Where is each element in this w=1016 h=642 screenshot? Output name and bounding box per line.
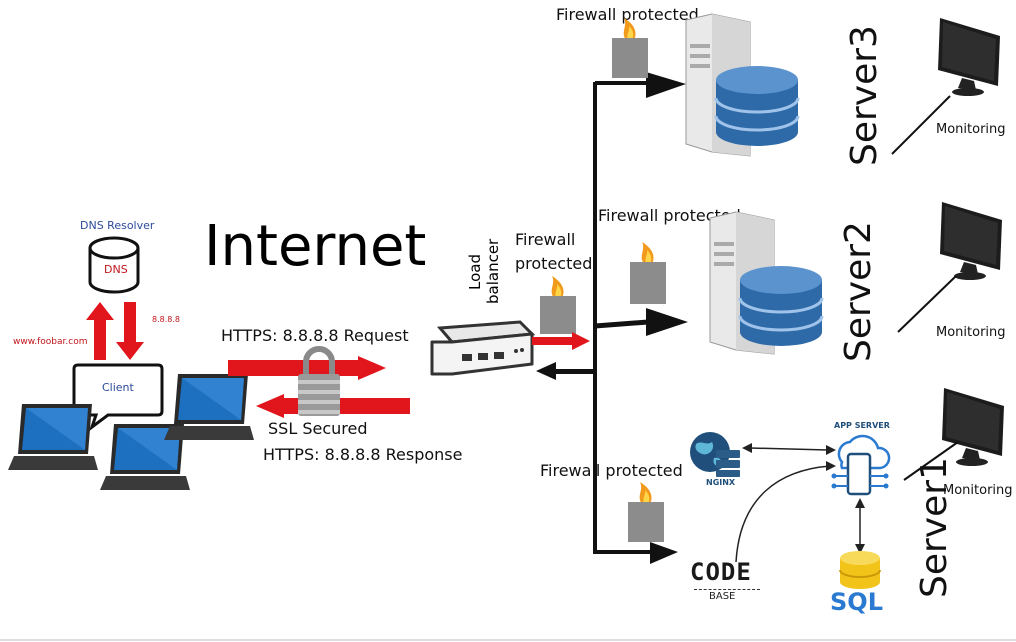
server2-label: Server2 — [838, 221, 879, 362]
globe-icon — [690, 432, 740, 477]
monitoring-connector — [897, 275, 957, 333]
distribution-lines — [593, 72, 688, 564]
dns-cylinder-icon — [88, 236, 140, 294]
dns-label: DNS — [104, 263, 128, 276]
app-server-label: APP SERVER — [834, 421, 890, 430]
lb-out-red-arrow — [532, 332, 590, 350]
lock-icon — [298, 346, 340, 416]
firewall-server1-label: Firewall protected — [540, 461, 683, 480]
codebase-app-link — [735, 461, 836, 563]
dns-query-arrows — [86, 302, 144, 360]
firewall-lb-label-line2: protected — [515, 254, 593, 273]
server-database-icon — [709, 211, 824, 355]
firewall-icon — [628, 482, 664, 542]
code-label: CODE — [690, 558, 752, 586]
monitor-icon — [942, 388, 1004, 466]
ip-small-label: 8.8.8.8 — [152, 315, 180, 324]
dns-resolver-label: DNS Resolver — [80, 219, 155, 232]
client-bubble — [72, 363, 164, 432]
firewall-lb-label-line1: Firewall — [515, 230, 576, 249]
nginx-label: NGINX — [706, 478, 736, 487]
server-database-icon — [685, 13, 800, 157]
bottom-rule — [0, 639, 1016, 641]
firewall-server3-label: Firewall protected — [556, 5, 699, 24]
laptop-icon — [164, 374, 254, 440]
monitoring1-label: Monitoring — [943, 483, 1013, 498]
firewall-server2-label: Firewall protected — [598, 206, 741, 225]
cloud-app-icon — [831, 434, 891, 496]
base-label: BASE — [709, 591, 736, 602]
server3-label: Server3 — [844, 25, 885, 166]
monitoring-connector — [903, 441, 959, 481]
code-base-divider — [694, 589, 760, 590]
router-icon — [430, 320, 536, 376]
firewall-icon — [540, 276, 576, 334]
monitoring3-label: Monitoring — [936, 122, 1006, 137]
load-balancer-label-line1: Load — [466, 254, 484, 290]
database-icon — [839, 551, 881, 589]
sql-label: SQL — [830, 588, 883, 616]
laptop-icon — [8, 404, 98, 470]
firewall-icon — [630, 242, 666, 304]
firewall-icon — [612, 18, 648, 78]
nginx-app-link — [742, 443, 836, 455]
https-request-label: HTTPS: 8.8.8.8 Request — [221, 326, 409, 345]
monitoring2-label: Monitoring — [936, 325, 1006, 340]
internet-title: Internet — [204, 214, 427, 279]
load-balancer-label-line2: balancer — [484, 238, 502, 304]
monitor-icon — [940, 202, 1002, 280]
lb-in-black-arrow — [536, 362, 594, 380]
monitor-icon — [938, 18, 1000, 96]
ssl-secured-label: SSL Secured — [268, 419, 368, 438]
client-label: Client — [102, 381, 134, 394]
https-response-label: HTTPS: 8.8.8.8 Response — [263, 445, 463, 464]
site-label: www.foobar.com — [13, 337, 88, 347]
monitoring-connector — [891, 95, 951, 155]
app-sql-link — [855, 498, 865, 554]
